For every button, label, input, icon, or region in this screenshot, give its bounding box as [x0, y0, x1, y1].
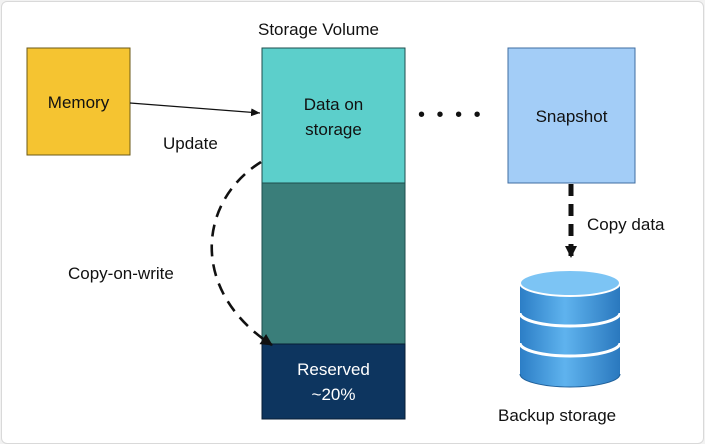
data-on-storage-label: Data on storage [262, 92, 405, 142]
data-on-storage-line2: storage [305, 120, 362, 139]
data-on-storage-line1: Data on [303, 95, 364, 114]
continuation-dots: • • • • [418, 104, 484, 126]
data-on-storage-box [261, 47, 406, 184]
update-arrow [129, 102, 261, 117]
reserved-box [261, 343, 406, 420]
backup-database-icon [518, 269, 622, 388]
reserved-line2: ~20% [311, 385, 356, 404]
copy-data-label: Copy data [587, 215, 665, 234]
update-label: Update [163, 134, 218, 153]
memory-label: Memory [47, 93, 110, 112]
reserved-label: Reserved ~20% [262, 357, 405, 407]
memory-box [26, 47, 131, 156]
backup-storage-label: Backup storage [498, 406, 617, 425]
snapshot-label: Snapshot [535, 107, 608, 126]
snapshot-box [507, 47, 636, 184]
copy-on-write-label: Copy-on-write [68, 264, 174, 283]
reserved-line1: Reserved [297, 360, 370, 379]
copy-on-write-arrow [210, 160, 273, 347]
volume-middle-segment [261, 182, 406, 345]
storage-volume-title: Storage Volume [258, 20, 379, 39]
